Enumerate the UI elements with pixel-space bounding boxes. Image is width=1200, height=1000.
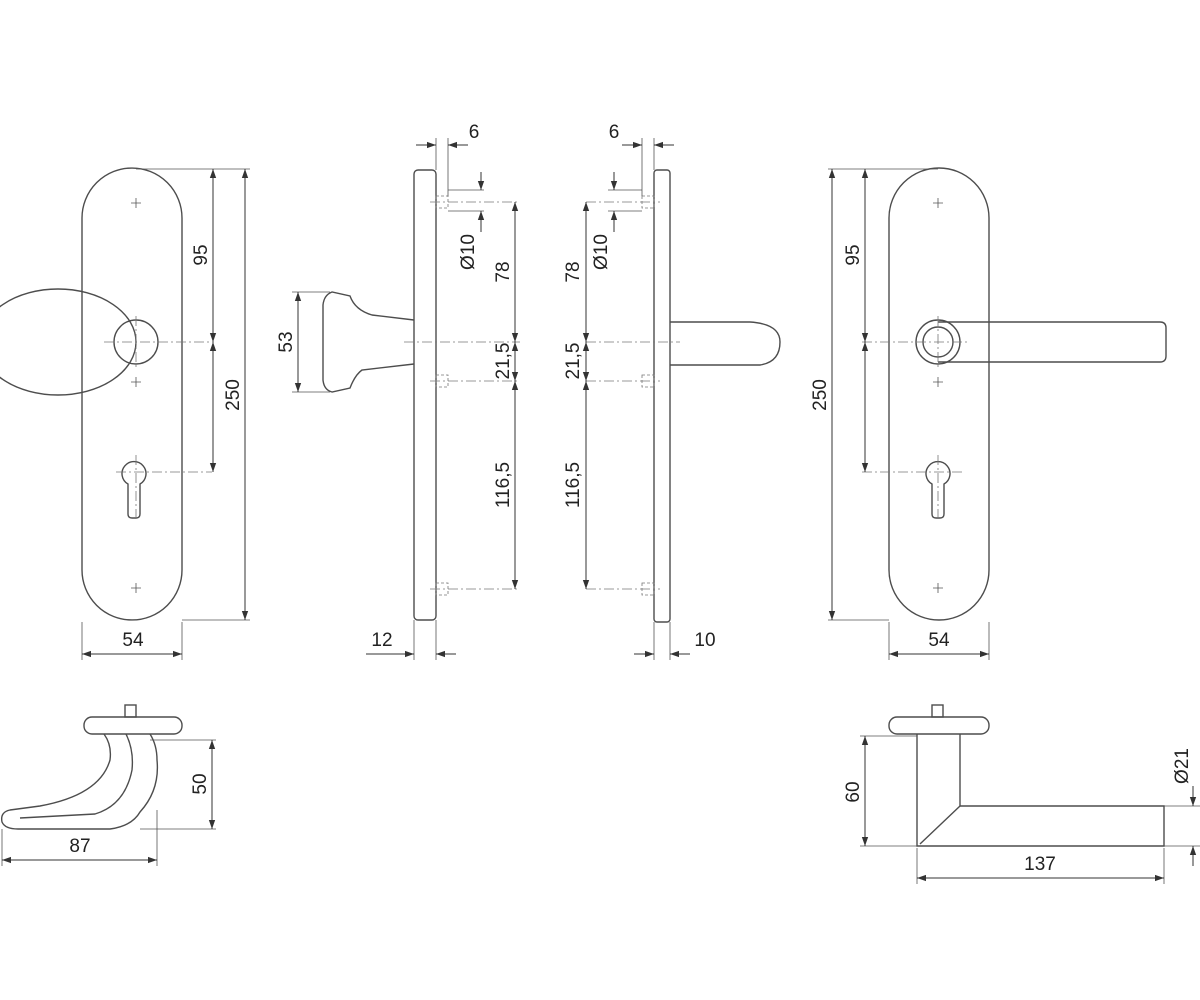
spindle-stub: [931, 704, 944, 718]
dim-label-length: 87: [69, 836, 90, 857]
lever-profile: [670, 321, 781, 366]
spindle-stub: [124, 704, 137, 718]
pins: [430, 189, 520, 596]
side-view-lever: 6 Ø10 78 21,5 116,5 10: [563, 122, 781, 660]
plate-outline: [81, 167, 183, 621]
dim-label-plate-thickness: 12: [371, 630, 392, 651]
handle-profile: [916, 734, 1165, 847]
handle-profile-inner: [19, 733, 134, 819]
dim-label-plate-thickness: 10: [694, 630, 715, 651]
top-view-lever-handle: 60 Ø21 137: [843, 704, 1200, 884]
dim-label-knob-height: 53: [276, 331, 297, 352]
dim-label-lower-hole: 116,5: [493, 462, 514, 508]
screw-marks: [933, 198, 943, 593]
handle-profile: [0, 733, 159, 830]
dim-label-plate-width: 54: [122, 630, 144, 651]
dim-label-middle-hole: 21,5: [493, 343, 514, 380]
dim-label-upper-spacing: 95: [843, 244, 864, 265]
rose-top: [888, 716, 990, 735]
knob-profile: [322, 291, 415, 393]
lever-handle: [938, 321, 1167, 363]
side-view-knob: 6 Ø10 78 21,5 116,5 53 12: [276, 122, 520, 660]
front-view-lever-plate: 95 250 54: [810, 167, 1167, 660]
top-view-knob-handle: 50 87: [0, 704, 216, 866]
handle-bevel: [919, 805, 961, 845]
plate-profile: [653, 169, 671, 623]
keyhole: [925, 460, 951, 519]
dim-label-length: 137: [1024, 854, 1056, 875]
dim-label-plate-width: 54: [928, 630, 950, 651]
dim-label-top-hole: 78: [563, 261, 584, 282]
dim-label-pin-diameter: Ø10: [458, 234, 479, 270]
keyhole: [121, 460, 147, 519]
dim-label-lower-hole: 116,5: [563, 462, 584, 508]
front-view-knob-plate: 95 250 54: [0, 167, 250, 660]
dim-label-depth: 60: [843, 781, 864, 802]
dim-label-pin-diameter: Ø10: [591, 234, 612, 270]
dim-label-upper-spacing: 95: [191, 244, 212, 265]
dim-label-middle-hole: 21,5: [563, 343, 584, 380]
screw-marks: [131, 198, 141, 593]
dim-label-pin-width: 6: [469, 122, 480, 143]
dim-label-grip-diameter: Ø21: [1172, 748, 1193, 784]
dim-label-top-hole: 78: [493, 261, 514, 282]
dim-label-plate-height: 250: [223, 379, 244, 411]
dim-label-depth: 50: [190, 773, 211, 794]
dim-label-pin-width: 6: [609, 122, 620, 143]
plate-outline: [888, 167, 990, 621]
dim-label-plate-height: 250: [810, 379, 831, 411]
rose-top: [83, 716, 183, 735]
knob-rose: [0, 288, 137, 396]
plate-profile: [413, 169, 437, 621]
